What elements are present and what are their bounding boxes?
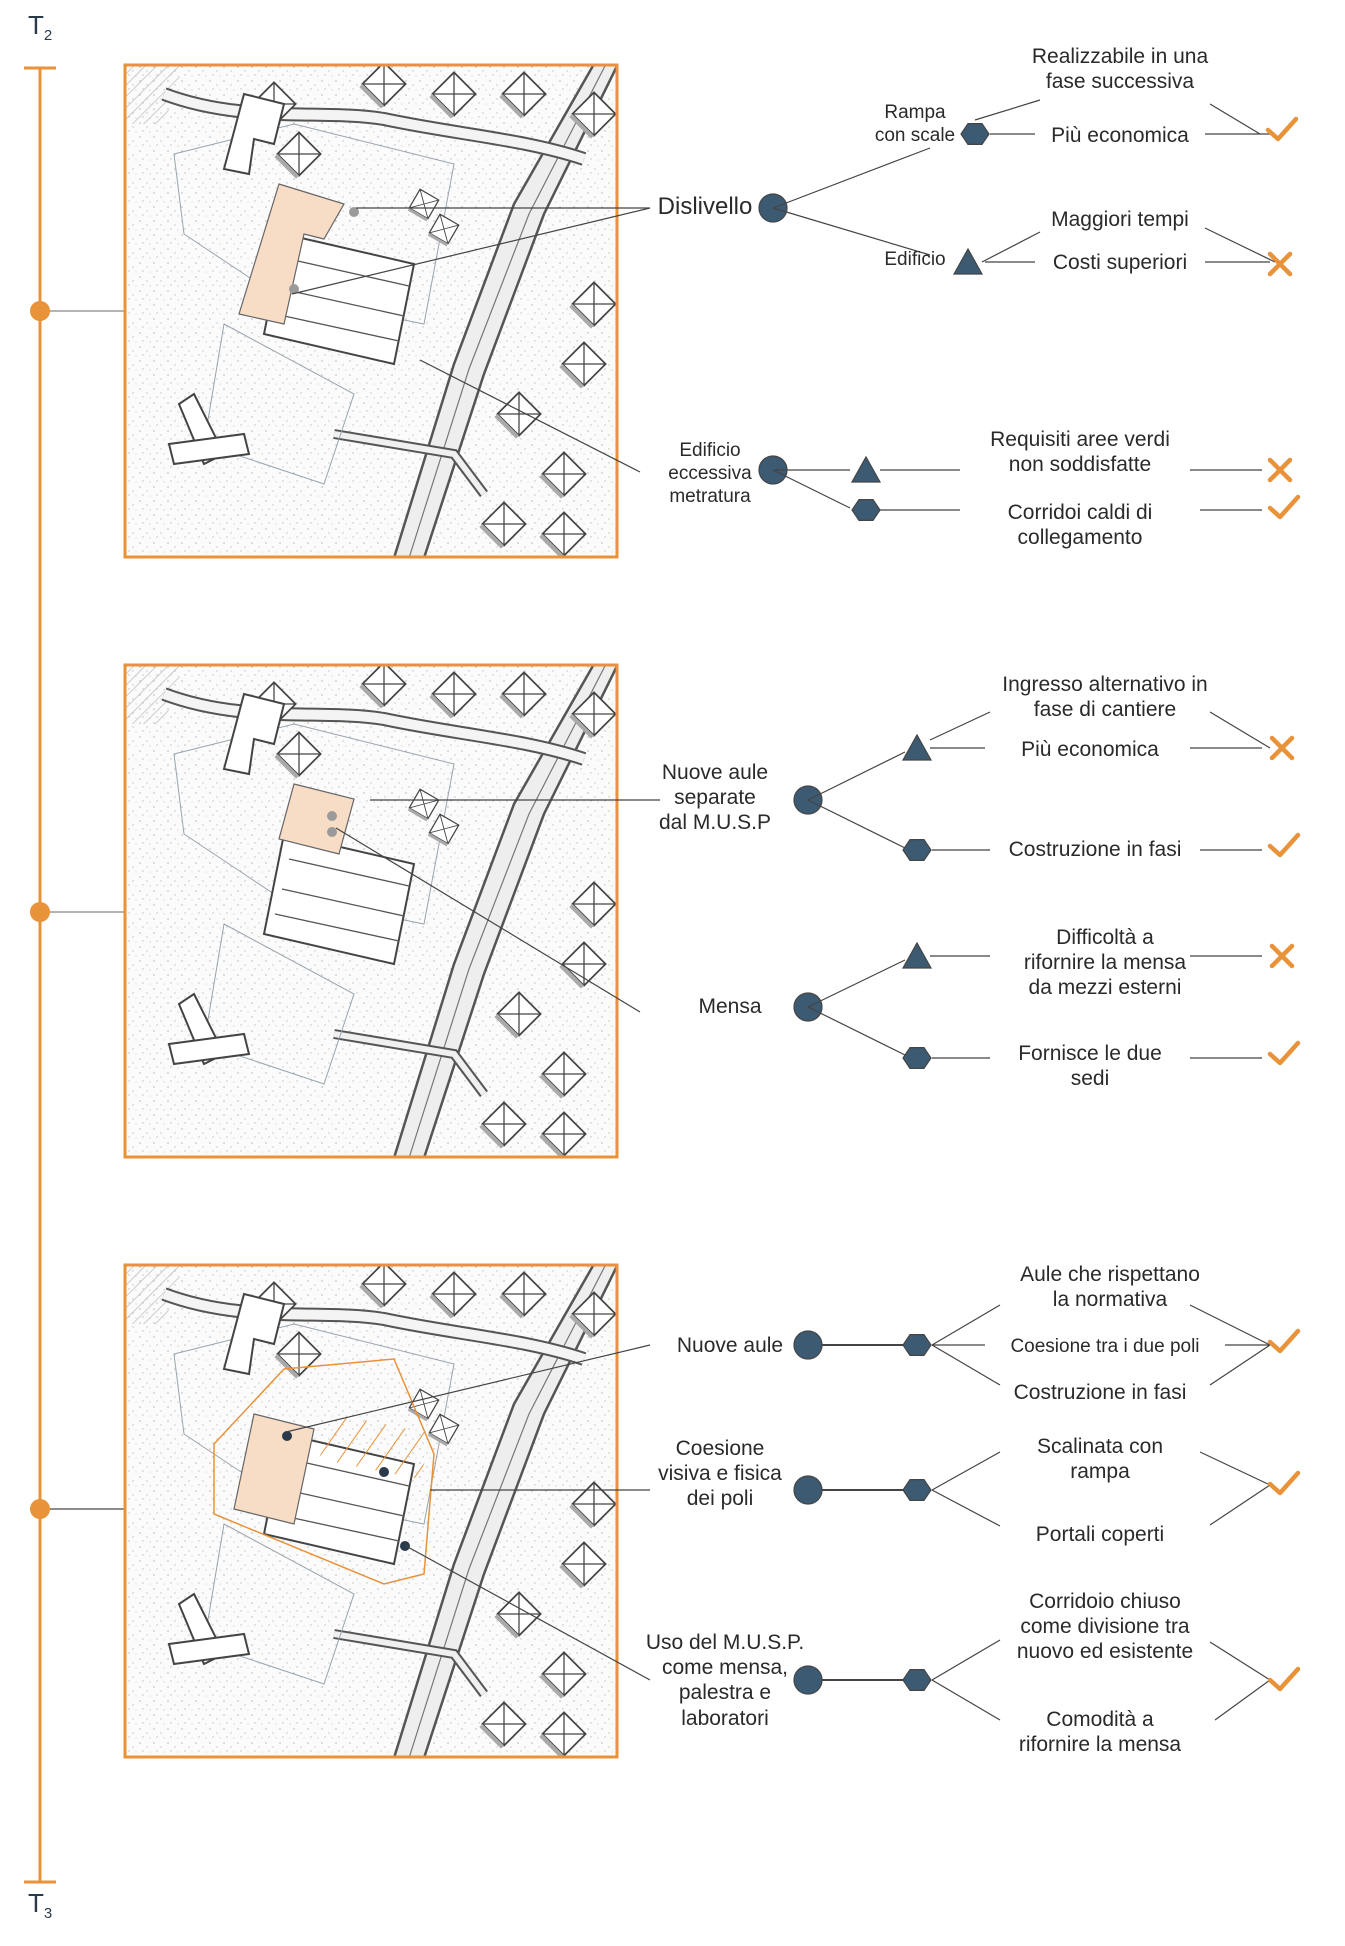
branch-hexagon (960, 122, 990, 145)
item-ingresso: Ingresso alternativo in fase di cantiere (1002, 673, 1208, 722)
connector-line (1209, 711, 1271, 749)
node-label-mensa: Mensa (698, 995, 762, 1018)
timeline (24, 66, 124, 1884)
item-difficolta: Difficoltà a rifornire la mensa da mezzi… (1023, 926, 1187, 1000)
check-icon (1267, 494, 1301, 520)
item-requisiti: Requisiti aree verdi non soddisfatte (990, 428, 1170, 477)
branch-hexagon (902, 1046, 932, 1070)
connector-line (807, 799, 906, 849)
cross-icon (1267, 251, 1293, 277)
item-scalinata: Scalinata con rampa (1036, 1435, 1164, 1484)
branch-hexagon (902, 1333, 932, 1357)
leader-line (291, 207, 651, 295)
item-maggiori-tempi: Maggiori tempi (1051, 208, 1189, 231)
timeline-end-label: T3 (28, 1888, 53, 1923)
node-label-nuove-aule-separate: Nuove aule separate dal M.U.S.P (658, 761, 772, 835)
cross-icon (1267, 457, 1293, 483)
map-frame (123, 1263, 619, 1759)
item-piu-economica-2: Più economica (1021, 738, 1159, 761)
connector-line (931, 1304, 1001, 1346)
connector-line (1209, 103, 1261, 135)
branch-hexagon (902, 1668, 932, 1692)
connector-line (772, 469, 851, 509)
leader-line (419, 359, 641, 473)
connector-line (931, 1344, 1001, 1386)
connector-line (772, 207, 931, 256)
check-icon (1267, 1040, 1301, 1066)
leader-line (335, 827, 641, 1013)
item-comodita: Comodità a rifornire la mensa (1018, 1708, 1182, 1757)
connector-line (931, 1489, 1001, 1527)
item-fornisce: Fornisce le due sedi (1018, 1042, 1162, 1091)
map-frame (123, 63, 619, 559)
leader-line (285, 1344, 651, 1433)
connector-line (1209, 1484, 1271, 1526)
highlight-building (238, 183, 345, 325)
item-piu-economica-1: Più economica (1051, 124, 1189, 147)
check-icon (1265, 116, 1299, 142)
node-label-uso-musp: Uso del M.U.S.P. come mensa, palestra e … (645, 1631, 805, 1730)
node-label-coesione: Coesione visiva e fisica dei poli (658, 1437, 782, 1511)
site-map-2 (123, 663, 619, 1159)
item-costruzione-fasi-1: Costruzione in fasi (1008, 838, 1182, 861)
timeline-start-label: T2 (28, 10, 53, 45)
site-map-3 (123, 1263, 619, 1759)
leader-line (405, 1545, 651, 1681)
connector-line (1209, 1641, 1271, 1681)
highlight-building (233, 1413, 315, 1525)
check-icon (1267, 1470, 1301, 1496)
connector-line (807, 751, 906, 801)
connector-line (1214, 1679, 1271, 1721)
item-realizzabile: Realizzabile in una fase successiva (1031, 45, 1209, 94)
branch-hexagon (902, 838, 932, 862)
stair-ramp (319, 1414, 434, 1479)
connector-line (1189, 1304, 1271, 1346)
connector-line (807, 959, 906, 1008)
item-costruzione-fasi-2: Costruzione in fasi (1013, 1381, 1187, 1404)
connector-line (1199, 1451, 1271, 1486)
item-portali: Portali coperti (1035, 1523, 1165, 1546)
connector-line (981, 231, 1041, 263)
timeline-marker-2 (30, 902, 50, 922)
item-aule-normativa: Aule che rispettano la normativa (1020, 1263, 1200, 1312)
branch-triangle (901, 733, 933, 761)
cross-icon (1269, 943, 1295, 969)
connector-line (1209, 1344, 1271, 1386)
item-corridoi: Corridoi caldi di collegamento (1007, 501, 1153, 550)
branch-hexagon (851, 499, 881, 522)
site-map-1 (123, 63, 619, 559)
connector-line (931, 1451, 1001, 1491)
connector-line (931, 1639, 1001, 1681)
timeline-marker-1 (30, 301, 50, 321)
check-icon (1267, 1666, 1301, 1692)
project-boundary (213, 1358, 435, 1585)
branch-label-rampa: Rampa con scale (874, 102, 956, 146)
cross-icon (1269, 735, 1295, 761)
connector-line (807, 1006, 906, 1056)
connector-line (931, 1679, 1001, 1721)
timeline-marker-3 (30, 1499, 50, 1519)
branch-hexagon (902, 1478, 932, 1502)
check-icon (1267, 1328, 1301, 1354)
node-label-nuove-aule: Nuove aule (676, 1334, 784, 1357)
item-coesione-poli: Coesione tra i due poli (1010, 1336, 1200, 1357)
check-icon (1267, 832, 1301, 858)
connector-line (772, 147, 931, 209)
branch-triangle (850, 455, 882, 483)
connector-line (929, 711, 991, 741)
node-label-dislivello: Dislivello (657, 193, 753, 220)
branch-triangle (901, 941, 933, 969)
node-label-edificio-eccessiva: Edificio eccessiva metratura (668, 440, 752, 507)
connector-line (1204, 227, 1276, 263)
map-frame (123, 663, 619, 1159)
connector-line (974, 99, 1041, 121)
branch-triangle (952, 247, 984, 275)
highlight-building (278, 783, 355, 855)
branch-label-edificio: Edificio (884, 249, 946, 270)
item-corridoio-chiuso: Corridoio chiuso come divisione tra nuov… (1016, 1590, 1194, 1664)
item-costi-superiori: Costi superiori (1052, 251, 1188, 274)
